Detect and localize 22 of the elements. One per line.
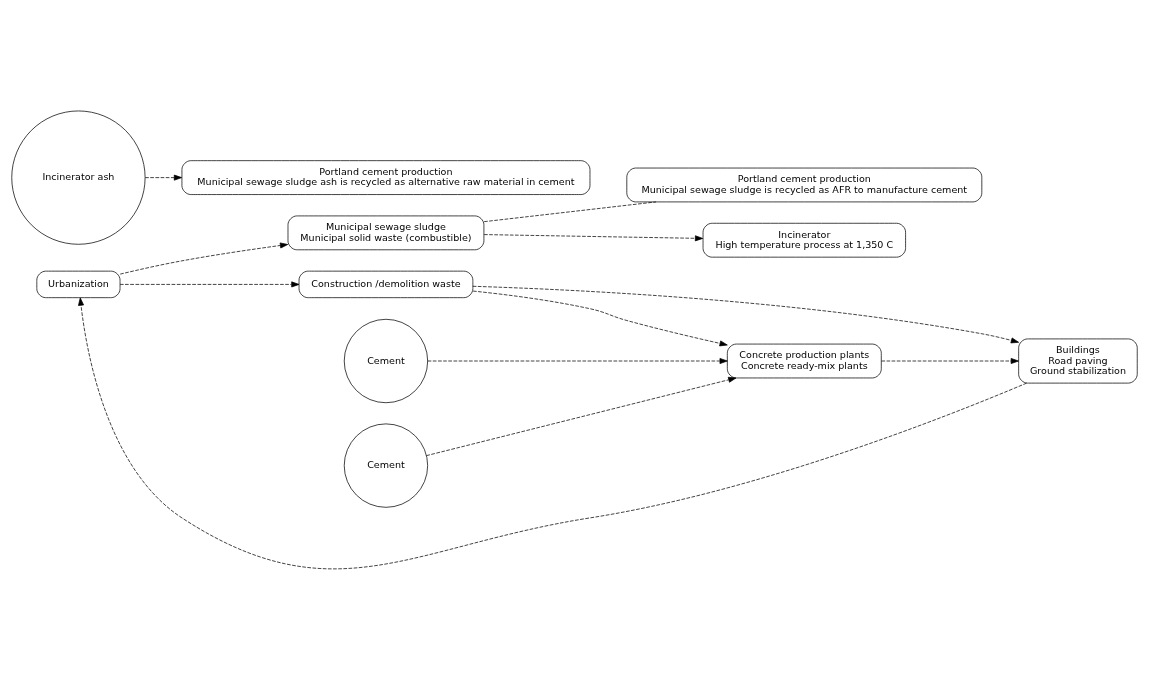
connector — [483, 201, 657, 223]
arrow — [881, 358, 1019, 364]
arrow — [472, 290, 728, 347]
node-box: Buildings Road paving Ground stabilization — [1018, 338, 1138, 384]
node-box: Concrete production plants Concrete ready-mix plants — [726, 343, 882, 379]
node-circle: Cement — [343, 423, 429, 508]
node-box: Municipal sewage sludge Municipal solid waste (combustible) — [287, 215, 485, 251]
node-box: Portland cement production Municipal sewage sludge ash is recycled as alternative raw material in cement — [181, 160, 591, 195]
node-circle: Cement — [343, 318, 429, 404]
arrow — [119, 281, 300, 288]
arrow — [427, 358, 728, 364]
arrow — [119, 242, 289, 275]
node-box: Portland cement production Municipal sewage sludge is recycled as AFR to manufacture cement — [626, 167, 983, 203]
arrow — [426, 376, 737, 456]
node-box: Construction /demolition waste — [298, 270, 474, 299]
arrow — [78, 297, 1027, 569]
arrow — [483, 234, 704, 242]
node-circle: Incinerator ash — [11, 110, 146, 245]
node-box: Incinerator High temperature process at 1,350 C — [702, 222, 906, 258]
node-box: Urbanization — [36, 270, 121, 299]
arrow — [144, 174, 182, 181]
arrow — [472, 285, 1019, 344]
